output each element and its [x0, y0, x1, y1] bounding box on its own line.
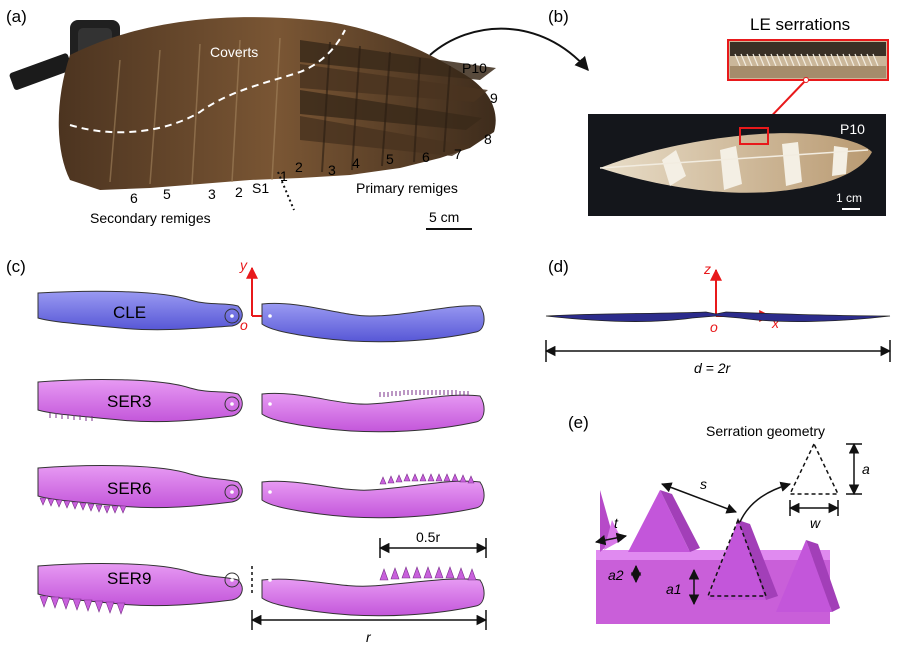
panel-e-label: (e) — [568, 413, 589, 432]
d-origin-label: o — [710, 319, 718, 335]
panel-b: (b) LE serrations — [548, 7, 889, 216]
serration-3d-model — [596, 490, 840, 624]
dim-a-label: a — [862, 461, 870, 477]
rotor-side-profile — [545, 311, 891, 323]
wing-photo — [58, 17, 496, 191]
primary-8: 8 — [484, 131, 492, 147]
dim-half-r-label: 0.5r — [416, 529, 440, 545]
feather-p10-label: P10 — [840, 121, 865, 137]
d-x-label: x — [771, 315, 780, 331]
panel-a: (a) — [6, 7, 589, 230]
blade-label-cle: CLE — [113, 303, 146, 322]
dim-a1-label: a1 — [666, 581, 682, 597]
dim-s — [661, 482, 737, 514]
p10-label: P10 — [462, 60, 487, 76]
dim-a2-label: a2 — [608, 567, 624, 583]
primary-5: 5 — [386, 151, 394, 167]
secondary-remiges-label: Secondary remiges — [90, 210, 211, 226]
blade-cle — [37, 290, 485, 343]
dim-r-label: r — [366, 629, 372, 645]
a-to-b-arrow — [429, 27, 589, 72]
dim-s-label: s — [700, 476, 707, 492]
serration-inset — [727, 39, 889, 81]
primary-3: 3 — [328, 162, 336, 178]
panel-a-label: (a) — [6, 7, 27, 26]
geometry-triangle — [788, 442, 840, 495]
c-y-label: y — [239, 257, 248, 273]
s1-label: S1 — [252, 180, 269, 196]
serration-geometry-title: Serration geometry — [706, 423, 825, 439]
feather-photo — [588, 114, 886, 216]
primary-4: 4 — [352, 155, 360, 171]
coverts-outline — [69, 29, 346, 134]
panel-c: (c) y x o CLE — [6, 257, 488, 645]
secondary-5: 5 — [163, 186, 171, 202]
primary-6: 6 — [422, 149, 430, 165]
blade-label-ser3: SER3 — [107, 392, 151, 411]
dim-w-label: w — [810, 515, 821, 531]
dim-diameter-label: d = 2r — [694, 360, 732, 376]
blade-label-ser9: SER9 — [107, 569, 151, 588]
dim-t — [594, 532, 628, 546]
coverts-label: Coverts — [210, 44, 258, 60]
primary-1: 1 — [280, 168, 288, 184]
d-z-label: z — [703, 261, 711, 277]
primary-9: 9 — [490, 90, 498, 106]
blade-ser3 — [37, 379, 485, 433]
scale-bar-label-1cm: 1 cm — [836, 191, 862, 205]
blade-ser6 — [37, 465, 485, 519]
primary-remiges-label: Primary remiges — [356, 180, 458, 196]
panel-d: (d) z x o d = 2r — [544, 257, 892, 376]
tooth-to-geometry-arrow — [739, 481, 792, 523]
scale-bar-label-5cm: 5 cm — [429, 209, 459, 225]
c-origin-label: o — [240, 317, 248, 333]
primary-2: 2 — [295, 159, 303, 175]
le-serrations-title: LE serrations — [750, 15, 850, 34]
serration-highlight-box — [739, 127, 769, 145]
blade-ser9 — [37, 563, 485, 617]
panel-d-label: (d) — [548, 257, 569, 276]
primary-secondary-divider — [277, 171, 295, 211]
dim-t-label: t — [614, 515, 619, 531]
primary-7: 7 — [454, 146, 462, 162]
blade-label-ser6: SER6 — [107, 479, 151, 498]
panel-b-label: (b) — [548, 7, 569, 26]
panel-e: (e) Serration geometry s t a2 a1 — [568, 413, 870, 624]
secondary-2: 2 — [235, 184, 243, 200]
secondary-6: 6 — [130, 190, 138, 206]
panel-c-label: (c) — [6, 257, 26, 276]
secondary-3: 3 — [208, 186, 216, 202]
